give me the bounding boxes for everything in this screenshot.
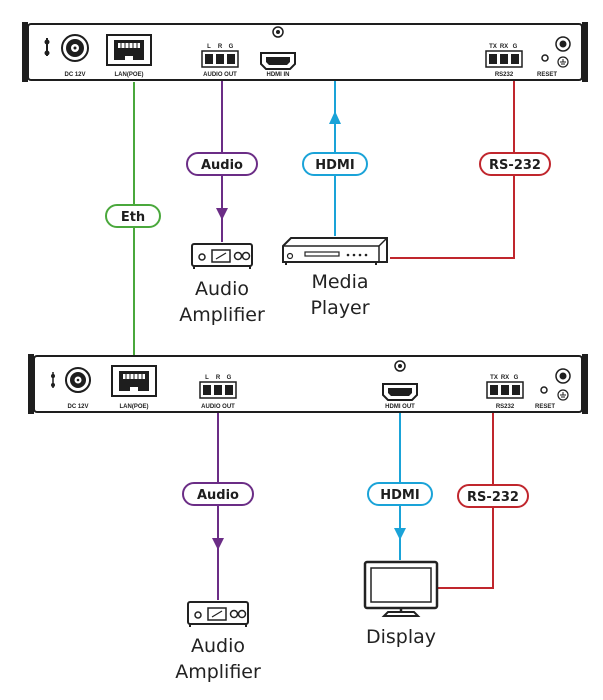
dc-jack-icon: [61, 34, 89, 62]
bottom-lan-port-icon: [111, 365, 157, 397]
top-panel-ear-left: [22, 22, 28, 82]
bottom-rs232-terminal-icon: [486, 381, 524, 399]
bottom-rs232-pin-g: G: [514, 375, 519, 381]
top-audio-pin-g: G: [229, 44, 234, 50]
media-player-label-line2: Player: [310, 297, 369, 319]
top-hdmi-label: HDMI IN: [267, 72, 290, 78]
rs232-cable-top: [390, 80, 515, 259]
bottom-ground-screw-icon: [555, 368, 571, 401]
svg-text:RS-232: RS-232: [489, 158, 541, 173]
bottom-audio-pin-g: G: [227, 375, 232, 381]
audio-amplifier-icon: [187, 601, 249, 627]
top-ground-screw-icon: [555, 36, 571, 68]
top-audio-out-label: AUDIO OUT: [203, 72, 237, 78]
bottom-lan-label: LAN(POE): [120, 404, 149, 410]
top-reset-button-icon: [541, 54, 549, 62]
svg-text:HDMI: HDMI: [380, 488, 419, 503]
top-rs232-label: RS232: [495, 72, 514, 78]
audio-amplifier-icon: [191, 243, 253, 269]
media-player-label-line1: Media: [311, 271, 368, 293]
rs232-cable-label-bottom: RS-232: [457, 484, 529, 508]
eth-cable-label: Eth: [105, 204, 161, 228]
bottom-hdmi-port-icon: [382, 360, 418, 401]
audio-amplifier-label-bottom-line1: Audio: [191, 635, 245, 657]
bottom-panel-ear-left: [28, 354, 34, 414]
audio-amplifier-label-top-line2: Amplifier: [179, 304, 265, 326]
power-pin-icon: [51, 372, 55, 388]
top-hdmi-port-icon: [260, 26, 296, 70]
bottom-reset-label: RESET: [535, 404, 555, 410]
top-reset-label: RESET: [537, 72, 557, 78]
hdmi-cable-label-bottom: HDMI: [367, 482, 433, 506]
bottom-panel-ear-right: [582, 354, 588, 414]
audio-amplifier-label-bottom-line2: Amplifier: [175, 661, 261, 683]
audio-cable-label-top: Audio: [186, 152, 258, 176]
bottom-audio-pin-r: R: [216, 375, 221, 381]
top-rs232-pin-tx: TX: [489, 44, 497, 50]
hdmi-arrow-bottom: [394, 528, 406, 540]
display-monitor-icon: [363, 560, 439, 617]
top-rs232-pin-rx: RX: [500, 44, 508, 50]
top-lan-label: LAN(POE): [115, 72, 144, 78]
top-device-panel: DC 12V LAN(POE) L R G AUDIO OUT: [22, 22, 588, 82]
bottom-rs232-pin-rx: RX: [501, 375, 509, 381]
hdmi-cable-top: [278, 61, 336, 236]
bottom-rs232-pin-tx: TX: [490, 375, 498, 381]
svg-text:RS-232: RS-232: [467, 490, 519, 505]
media-player-icon: [282, 237, 388, 265]
power-pin-icon: [44, 38, 50, 56]
audio-cable-label-bottom: Audio: [182, 482, 254, 506]
top-lan-port-icon: [106, 34, 152, 66]
svg-text:Eth: Eth: [121, 210, 145, 225]
dc-jack-icon: [65, 367, 91, 393]
rs232-cable-label-top: RS-232: [479, 152, 551, 176]
top-audio-pin-r: R: [218, 44, 223, 50]
audio-arrow-bottom: [212, 538, 224, 550]
rs232-cable-bottom: [435, 400, 494, 589]
bottom-audio-terminal-icon: [199, 381, 237, 399]
svg-text:HDMI: HDMI: [315, 158, 354, 173]
bottom-rs232-label: RS232: [496, 404, 515, 410]
top-dc-label: DC 12V: [64, 72, 85, 78]
bottom-audio-out-label: AUDIO OUT: [201, 404, 235, 410]
top-rs232-pin-g: G: [513, 44, 518, 50]
svg-text:Audio: Audio: [197, 488, 239, 503]
audio-arrow-top: [216, 208, 228, 220]
bottom-reset-button-icon: [540, 386, 548, 394]
display-label: Display: [366, 626, 436, 648]
bottom-dc-label: DC 12V: [67, 404, 88, 410]
audio-amplifier-label-top-line1: Audio: [195, 278, 249, 300]
bottom-device-panel: DC 12V LAN(POE) L R G AUDIO OUT: [28, 354, 588, 414]
bottom-hdmi-label: HDMI OUT: [385, 404, 415, 410]
svg-text:Audio: Audio: [201, 158, 243, 173]
hdmi-arrow-top: [329, 111, 341, 124]
bottom-audio-pin-l: L: [205, 375, 209, 381]
top-rs232-terminal-icon: [485, 50, 523, 68]
top-audio-terminal-icon: [201, 50, 239, 68]
top-audio-pin-l: L: [207, 44, 211, 50]
hdmi-cable-label-top: HDMI: [302, 152, 368, 176]
top-panel-ear-right: [582, 22, 588, 82]
